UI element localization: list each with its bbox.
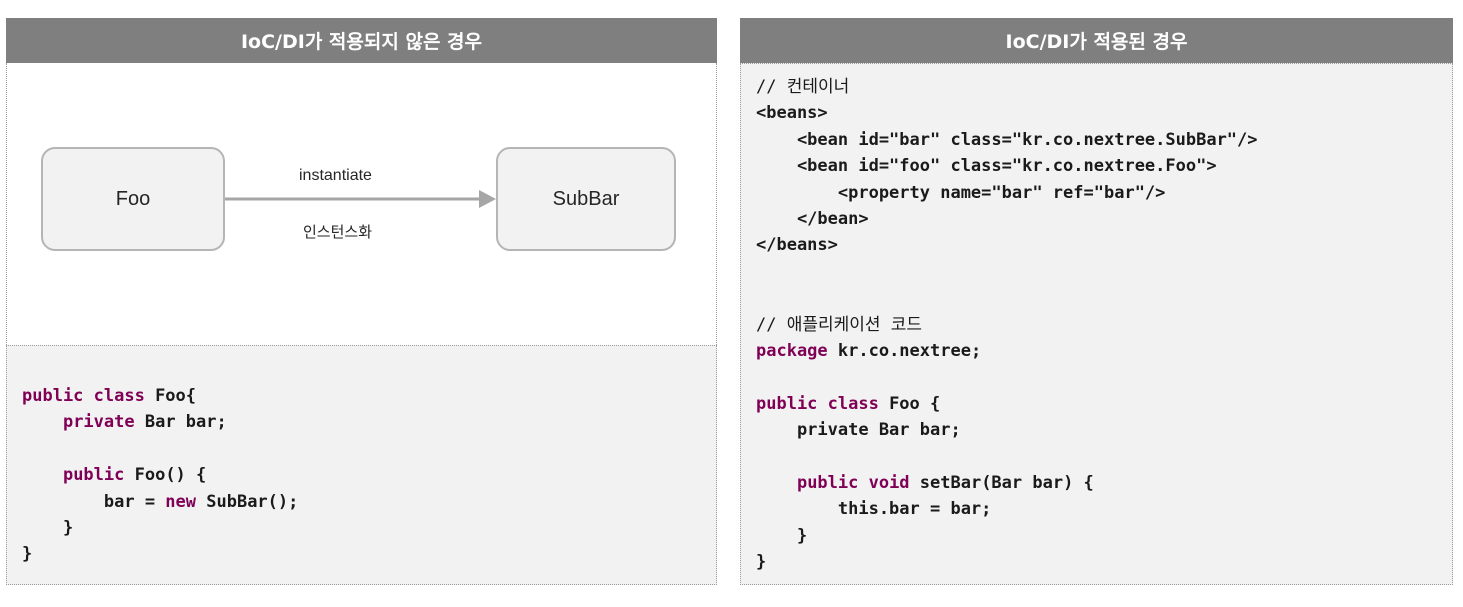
code-token: <property name="bar" ref="bar"/> [756, 182, 1166, 203]
code-comment: // 컨테이너 [756, 77, 850, 97]
code-line: package kr.co.nextree; [756, 338, 1258, 364]
arrow-label-instantiate: instantiate [299, 167, 372, 184]
code-line: // 컨테이너 [756, 74, 1258, 100]
code-keyword: package [756, 340, 838, 361]
subbar-box: SubBar [496, 147, 676, 251]
code-token [22, 412, 63, 432]
code-keyword: public void [796, 472, 920, 493]
right-code-text: // 컨테이너 <beans> <bean id="bar" class="kr.… [756, 74, 1258, 575]
left-panel: IoC/DI가 적용되지 않은 경우 Foo SubBar instantiat… [6, 18, 717, 585]
code-token: } [22, 544, 33, 565]
code-token: Foo { [889, 393, 941, 414]
left-code-block: public class Foo{ private Bar bar; publi… [6, 345, 717, 585]
code-token: <bean id="bar" class="kr.co.nextree.SubB… [756, 129, 1258, 150]
code-line: // 애플리케이션 코드 [756, 312, 1258, 338]
code-line [756, 364, 1258, 390]
right-panel: IoC/DI가 적용된 경우 // 컨테이너 <beans> <bean id="… [740, 18, 1453, 585]
code-line [22, 436, 298, 462]
code-token: } [756, 552, 767, 573]
code-token: kr.co.nextree; [837, 340, 982, 361]
code-line: private Bar bar; [756, 417, 1258, 443]
code-token: private Bar bar; [756, 420, 961, 441]
code-token: Foo() { [134, 465, 207, 486]
left-code-text: public class Foo{ private Bar bar; publi… [22, 383, 298, 568]
code-line: } [756, 523, 1258, 549]
code-token [22, 465, 63, 485]
code-line: public Foo() { [22, 462, 298, 488]
code-line: } [22, 541, 298, 567]
code-token: bar = [22, 491, 166, 512]
code-line [756, 285, 1258, 311]
code-token: setBar(Bar bar) { [919, 472, 1094, 493]
code-line: public class Foo{ [22, 383, 298, 409]
code-keyword: public class [756, 393, 890, 414]
code-line: bar = new SubBar(); [22, 489, 299, 515]
code-line [756, 259, 1258, 285]
code-line: </bean> [756, 206, 1258, 232]
arrow-head [479, 190, 496, 208]
code-line: <beans> [756, 100, 1258, 126]
code-line: } [756, 549, 1258, 575]
code-token: </beans> [756, 235, 838, 256]
code-token: this.bar = bar; [756, 499, 992, 520]
instantiate-arrow [225, 190, 496, 208]
code-keyword: public class [22, 386, 156, 406]
right-panel-title: IoC/DI가 적용된 경우 [740, 18, 1453, 63]
arrow-label-korean: 인스턴스화 [303, 223, 373, 241]
code-keyword: public [62, 465, 135, 486]
code-line: public void setBar(Bar bar) { [756, 470, 1258, 496]
code-line: } [22, 515, 298, 541]
code-line: <bean id="foo" class="kr.co.nextree.Foo"… [756, 153, 1258, 179]
code-line: this.bar = bar; [756, 496, 1258, 522]
right-code-block: // 컨테이너 <beans> <bean id="bar" class="kr.… [740, 63, 1453, 585]
code-token: <bean id="foo" class="kr.co.nextree.Foo"… [756, 156, 1217, 177]
code-token: Foo{ [155, 386, 197, 406]
code-comment: // 애플리케이션 코드 [756, 314, 923, 335]
foo-box: Foo [41, 147, 225, 251]
code-keyword: new [165, 491, 207, 512]
code-line [756, 443, 1258, 469]
code-token: } [756, 525, 808, 546]
code-line: </beans> [756, 232, 1258, 258]
code-line: private Bar bar; [22, 409, 298, 435]
dependency-diagram: Foo SubBar instantiate 인스턴스화 [6, 63, 717, 345]
code-keyword: private [62, 412, 145, 433]
code-line: public class Foo { [756, 391, 1258, 417]
code-token: } [22, 517, 74, 538]
code-line: <bean id="bar" class="kr.co.nextree.SubB… [756, 127, 1258, 153]
code-token: </bean> [756, 208, 869, 229]
code-token: Bar bar; [144, 412, 227, 433]
left-panel-title: IoC/DI가 적용되지 않은 경우 [6, 18, 717, 63]
code-token [756, 473, 797, 493]
code-token: <beans> [756, 103, 828, 124]
code-token: SubBar(); [206, 491, 299, 512]
code-line: <property name="bar" ref="bar"/> [756, 180, 1258, 206]
